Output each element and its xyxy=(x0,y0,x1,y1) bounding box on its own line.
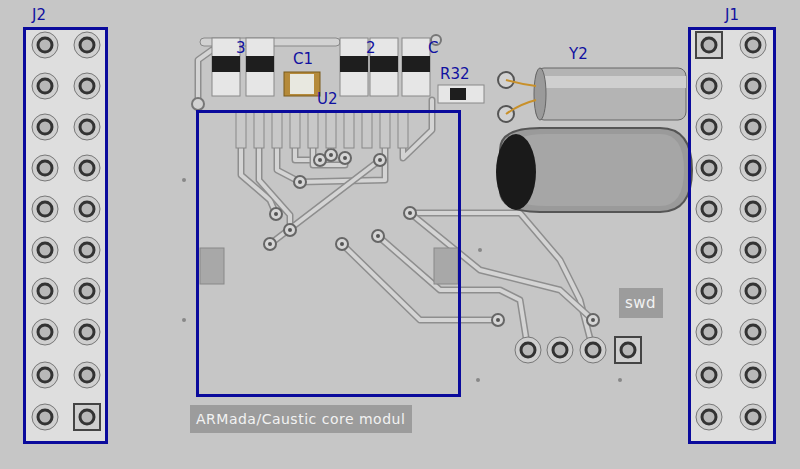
ref-fragment: C xyxy=(428,40,438,56)
part-designator: J1 xyxy=(725,7,739,23)
header-outline: J1 xyxy=(688,27,776,444)
part-designator: J2 xyxy=(32,7,46,23)
part-designator: Y2 xyxy=(569,46,588,62)
module-outline: U2 xyxy=(196,110,461,397)
silkscreen-box: ARMada/Caustic core modul xyxy=(190,405,412,433)
silkscreen-box: swd xyxy=(619,288,663,318)
ref-fragment: 2 xyxy=(366,40,376,56)
silkscreen-text: swd xyxy=(625,295,656,311)
part-designator: C1 xyxy=(293,51,313,67)
silkscreen-text: ARMada/Caustic core modul xyxy=(196,411,405,427)
ref-fragment: 3 xyxy=(236,40,246,56)
part-designator: U2 xyxy=(317,91,338,107)
header-outline: J2 xyxy=(23,27,108,444)
part-designator: R32 xyxy=(440,66,470,82)
